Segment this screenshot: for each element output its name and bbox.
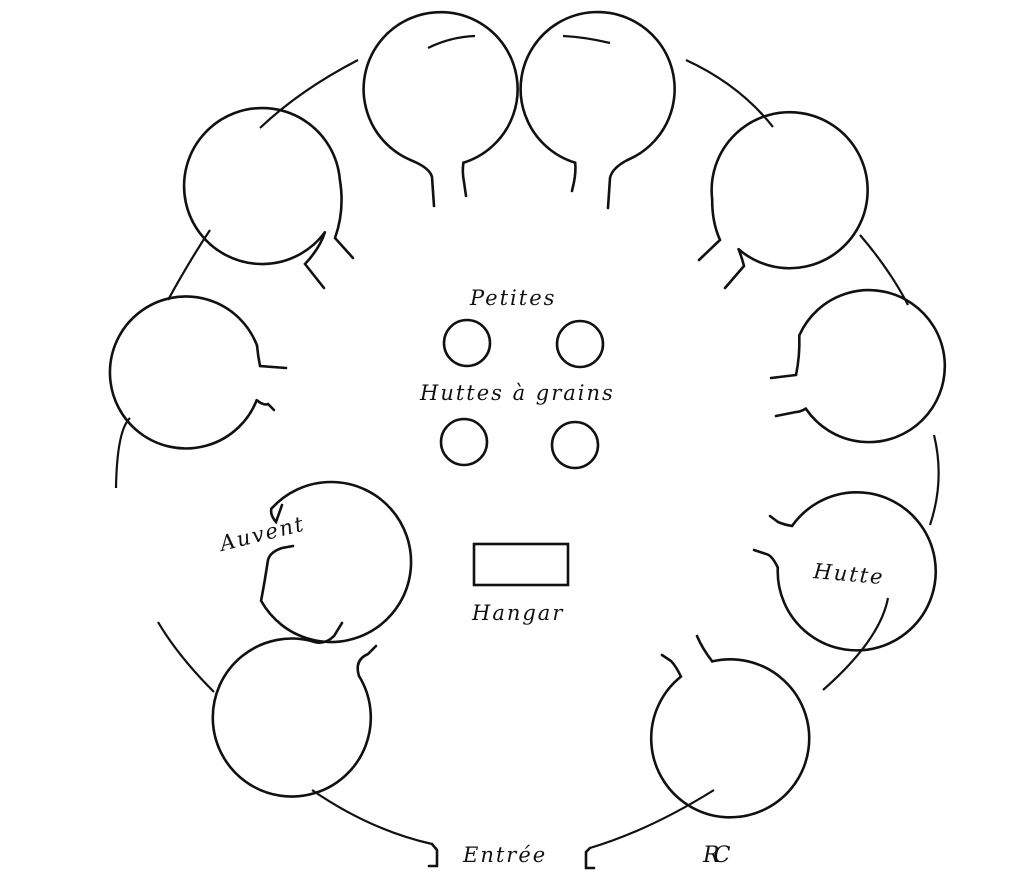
hut — [752, 491, 938, 652]
hut — [649, 634, 811, 819]
hangar-label: Hangar — [471, 601, 564, 625]
hut — [182, 106, 355, 290]
petites-label: Petites — [469, 286, 556, 310]
auvent-label: Auvent — [215, 512, 307, 557]
hut — [362, 10, 519, 208]
hutte-label: Hutte — [812, 559, 886, 589]
hut — [211, 621, 378, 798]
hut — [108, 295, 288, 450]
hut — [259, 480, 413, 644]
monogram: RC — [702, 843, 731, 868]
grain-huts — [439, 318, 605, 470]
entree-label: Entrée — [462, 843, 547, 867]
hut — [697, 110, 869, 290]
hut — [769, 288, 947, 444]
grain-hut — [550, 420, 600, 470]
entrance-gate — [427, 842, 596, 870]
huttes-a-grains-label: Huttes à grains — [419, 381, 615, 405]
grain-hut — [442, 318, 492, 368]
hut — [519, 10, 676, 210]
hangar-shed — [472, 542, 570, 587]
grain-hut — [555, 319, 605, 369]
enclosure-ring — [114, 34, 940, 850]
grain-hut — [439, 417, 489, 467]
